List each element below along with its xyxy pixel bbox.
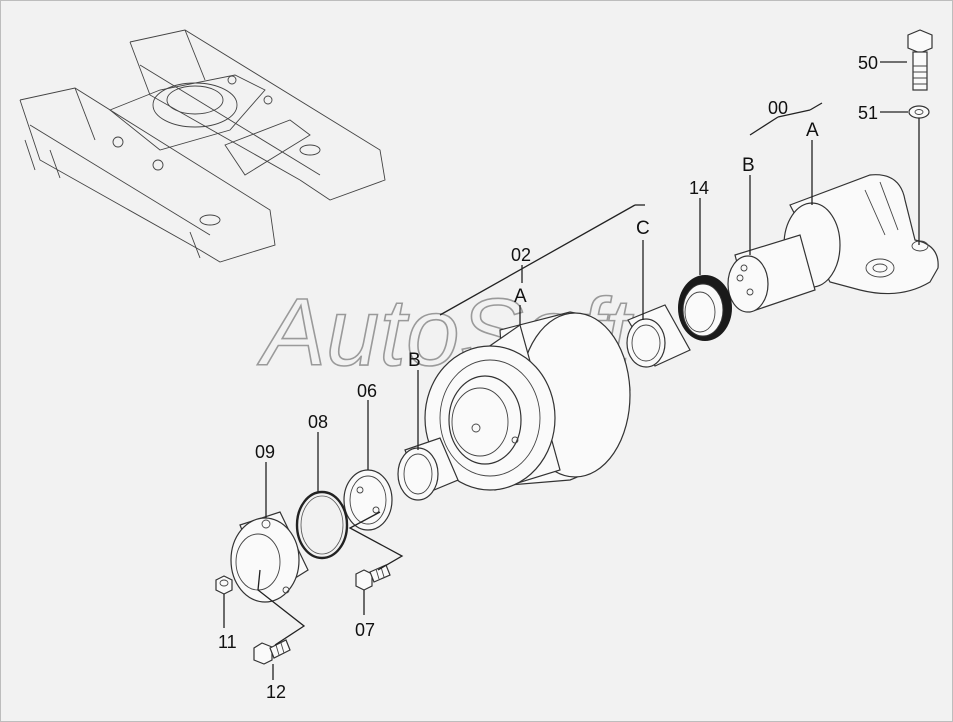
callout-00: 00 — [768, 98, 788, 118]
label-c-mid: C — [636, 218, 650, 239]
label-b-upper: B — [742, 155, 755, 176]
label-b-mid: B — [408, 350, 421, 371]
washer-51-drawing — [908, 105, 930, 119]
callout-06: 06 — [357, 381, 377, 401]
bushing-c-drawing — [626, 304, 691, 368]
callout-51: 51 — [858, 103, 878, 123]
bolt-12-drawing — [253, 639, 291, 665]
o-ring-08-drawing — [295, 490, 349, 560]
label-a-mid: A — [514, 286, 527, 307]
seal-14-drawing — [678, 275, 732, 341]
callout-12: 12 — [266, 682, 286, 702]
callout-50: 50 — [858, 53, 878, 73]
callout-11: 11 — [218, 632, 237, 652]
callout-08: 08 — [308, 412, 328, 432]
callout-07: 07 — [355, 620, 375, 640]
label-a-upper: A — [806, 120, 819, 141]
bolt-07-drawing — [355, 564, 391, 591]
screw-11-drawing — [215, 575, 233, 595]
cover-09-drawing — [230, 511, 309, 603]
plate-06-drawing — [343, 469, 393, 531]
bolt-50-drawing — [907, 29, 933, 91]
callout-02: 02 — [511, 245, 531, 265]
bushing-b-drawing — [397, 437, 459, 501]
roller-02-drawing — [424, 311, 631, 491]
undercarriage-frame-drawing — [19, 29, 386, 263]
shaft-bracket-drawing — [727, 174, 939, 313]
callout-14: 14 — [689, 178, 709, 198]
leader-lines — [223, 61, 920, 680]
callout-09: 09 — [255, 442, 275, 462]
